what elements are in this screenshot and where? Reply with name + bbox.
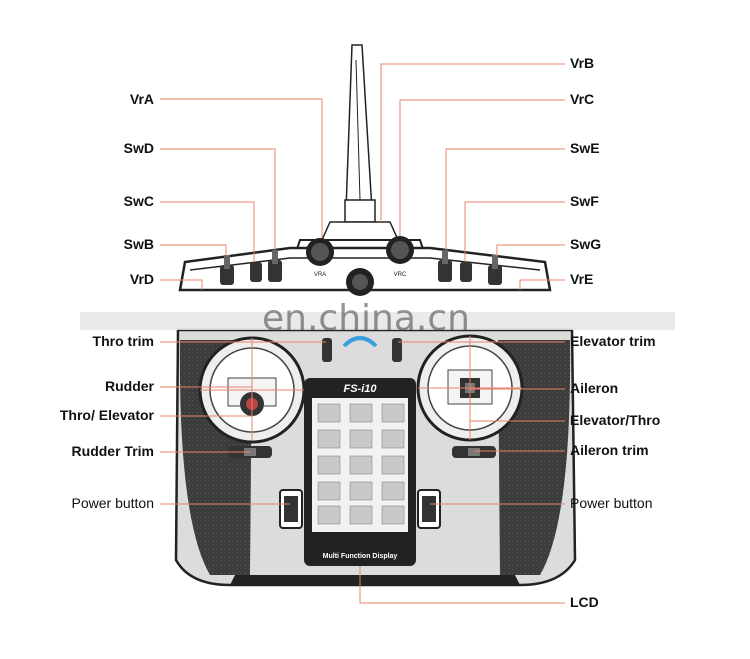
switch-swf [460,262,472,282]
lcd-model-label: FS-i10 [343,383,377,395]
label-swd: SwD [123,140,154,156]
label-rudder: Rudder [105,378,154,394]
lcd-caption: Multi Function Display [323,553,398,560]
label-vra: VrA [129,91,154,107]
right-gimbal [416,334,524,442]
switch-swc [250,262,262,282]
leader-swb [160,244,227,256]
knob-vrc-label: VRC [394,272,407,278]
aileron-trim [452,446,496,458]
label-elevator-trim: Elevator trim [570,333,656,349]
leader-swe [445,148,565,250]
leader-swg [496,244,565,256]
leader-vrb [380,63,565,222]
label-vrb: VrB [570,55,595,71]
label-swf: SwF [570,193,599,209]
power-button-right [417,489,441,529]
leader-swd [160,148,276,250]
watermark-band [80,312,675,330]
switch-swd [268,250,282,282]
label-rudder-trim: Rudder Trim [71,443,154,459]
leader-vrc [399,99,565,236]
power-button-left [279,489,303,529]
label-vrd: VrD [129,271,154,287]
switch-swe [438,250,452,282]
label-elevator-thro: Elevator/Thro [570,412,661,428]
label-thro-trim: Thro trim [92,333,154,349]
switch-swg [488,255,502,285]
leader-vrd [160,279,203,290]
label-vrc: VrC [570,91,595,107]
label-swc: SwC [123,193,154,209]
label-swe: SwE [570,140,600,156]
leader-swc [160,201,255,262]
status-led-icon [342,336,378,348]
antenna [320,44,400,241]
knob-vra-label: VRA [314,272,326,278]
watermark: en.china.cn [262,298,470,339]
label-lcd: LCD [570,594,599,610]
label-swb: SwB [123,236,154,252]
label-aileron: Aileron [570,380,619,396]
leader-vra [160,98,323,238]
label-vre: VrE [570,271,594,287]
left-gimbal [198,336,306,444]
leader-vre [519,279,565,290]
label-thro-elevator: Thro/ Elevator [59,407,154,423]
label-power-button-right: Power button [570,495,653,511]
knob-vrb [346,268,374,296]
elevator-trim [392,338,402,362]
leader-swf [464,201,565,262]
lcd-panel: FS-i10 Multi Function Display [304,378,416,566]
label-swg: SwG [570,236,602,252]
leader-lines [160,63,565,604]
label-power-button-left: Power button [71,495,155,511]
knob-vrc: VRC [386,236,414,278]
leader-lcd [359,566,565,604]
label-aileron-trim: Aileron trim [570,442,649,458]
thro-trim [322,338,332,362]
knob-vra: VRA [306,238,334,278]
switch-swb [220,255,234,285]
